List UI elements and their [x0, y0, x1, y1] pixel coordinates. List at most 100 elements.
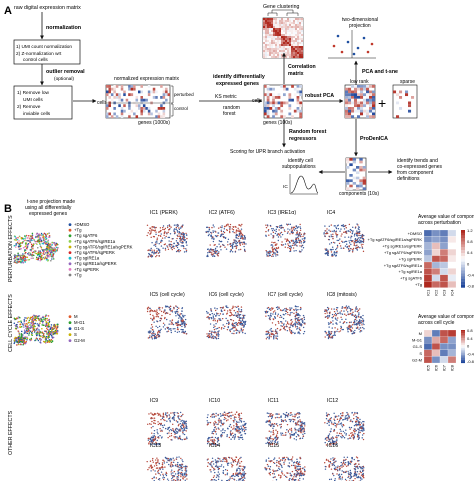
ic-point — [296, 310, 297, 311]
ic-point — [361, 324, 362, 325]
ic-point — [224, 246, 225, 247]
ic-point — [166, 232, 167, 233]
ic-point — [152, 256, 153, 257]
ic-point — [229, 426, 230, 427]
ic-point — [239, 317, 240, 318]
ic-point — [273, 433, 274, 434]
ic-point — [240, 236, 241, 237]
ic-point — [184, 434, 185, 435]
ic-point — [325, 316, 326, 317]
tsne-pert-point — [31, 258, 32, 260]
ic-point — [232, 437, 233, 438]
selected-genes-matrix — [264, 85, 302, 118]
ic-point — [354, 235, 355, 236]
ic-point — [349, 428, 350, 429]
ic-point — [292, 321, 293, 322]
corr-cell — [287, 50, 289, 52]
pert-legend-entry: +Tg sgPERK — [74, 267, 99, 272]
ic-point — [348, 328, 349, 329]
tsne-cycle-point — [42, 316, 44, 318]
corr-cell — [301, 24, 303, 26]
tsne-cycle-point — [26, 336, 28, 338]
ic-point — [152, 426, 153, 427]
ic-point — [157, 312, 158, 313]
ic-point — [228, 416, 229, 417]
norm-matrix-cell — [143, 104, 146, 107]
ic-point — [155, 234, 156, 235]
ic-point — [178, 227, 179, 228]
ic-point — [226, 248, 227, 249]
lowrank-cell — [357, 99, 360, 102]
tsne-pert-point — [54, 242, 56, 244]
ic-point — [300, 307, 301, 308]
corr-cell — [265, 20, 267, 22]
ic-point — [325, 230, 326, 231]
lowrank-cell — [351, 96, 354, 99]
ic-point — [150, 256, 151, 257]
ic-point — [186, 421, 187, 422]
cycle-legend-entry: S — [74, 332, 77, 337]
ic-point — [182, 432, 183, 433]
corr-cell — [277, 40, 279, 42]
ic-point — [154, 227, 155, 228]
tsne-pert-point — [46, 249, 48, 251]
corr-cell — [271, 40, 273, 42]
ic-point — [233, 325, 234, 326]
ic-point — [183, 430, 184, 431]
ic-point — [346, 433, 347, 434]
ic-point — [282, 435, 283, 436]
ic-point — [154, 336, 155, 337]
corr-cell — [289, 24, 291, 26]
ic-point — [208, 333, 209, 334]
corr-cell — [263, 24, 265, 26]
tsne-cycle-point — [24, 338, 26, 340]
ic-point — [281, 322, 282, 323]
ic-point — [182, 307, 183, 308]
corr-cell — [269, 44, 271, 46]
ic-point — [212, 336, 213, 337]
ic-point — [155, 423, 156, 424]
ic-point — [155, 334, 156, 335]
ic-point — [182, 238, 183, 239]
ic-point — [274, 317, 275, 318]
ic-point — [243, 325, 244, 326]
projection-point — [347, 41, 350, 44]
genes100-cell — [280, 85, 283, 88]
ic-point — [354, 234, 355, 235]
ic-title: IC3 (IRE1α) — [268, 210, 296, 216]
ic-point — [169, 229, 170, 230]
ic-point — [176, 437, 177, 438]
tsne-pert-point — [37, 247, 39, 249]
ic-point — [288, 430, 289, 431]
ic-point — [363, 328, 364, 329]
corr-cell — [277, 52, 279, 54]
ic-point — [286, 429, 287, 430]
projection-point — [333, 45, 336, 48]
tsne-cycle-point — [16, 337, 18, 339]
ic-point — [300, 425, 301, 426]
corr-cell — [265, 44, 267, 46]
tsne-cycle-point — [24, 320, 26, 322]
ic-point — [299, 224, 300, 225]
ic-point — [304, 433, 305, 434]
ic-point — [234, 327, 235, 328]
sparse-cell — [399, 96, 402, 99]
ic-point — [236, 424, 237, 425]
norm-matrix-cell — [133, 113, 136, 116]
corr-cell — [291, 34, 293, 36]
ic-point — [362, 434, 363, 435]
cycle-legend-swatch — [69, 315, 72, 318]
ic-point — [267, 337, 268, 338]
corr-cell — [283, 20, 285, 22]
tsne-cycle-point — [50, 326, 52, 328]
ic-point — [213, 253, 214, 254]
ic-point — [284, 231, 285, 232]
genes100-cell — [267, 107, 270, 110]
corr-cell — [301, 44, 303, 46]
projection-point — [353, 53, 356, 56]
ic-point — [304, 425, 305, 426]
norm-matrix-cell — [138, 91, 141, 94]
perturbation-legend: +DMSO+Tg+Tg sgATF6+Tg sgATF6/sgIRE1a+Tg … — [69, 222, 133, 277]
ic-point — [174, 224, 175, 225]
ic-point — [152, 319, 153, 320]
